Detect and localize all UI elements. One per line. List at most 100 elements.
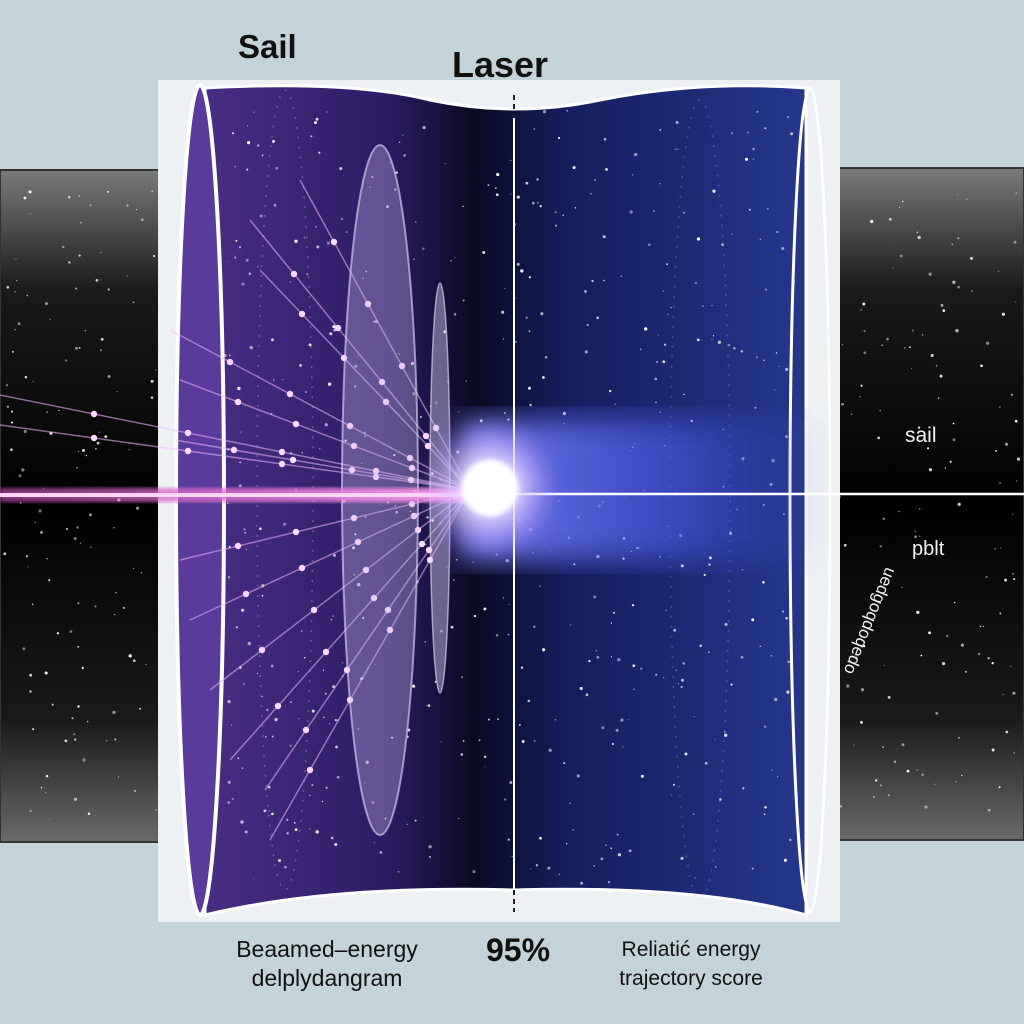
star-dot (248, 272, 252, 276)
star-dot (596, 316, 599, 320)
star-dot (482, 250, 486, 255)
star-dot (318, 447, 321, 450)
star-dot (732, 346, 736, 350)
star-dot (877, 436, 881, 440)
star-dot (330, 836, 334, 840)
star-dot (740, 655, 744, 659)
star-dot (234, 166, 236, 168)
star-dot (240, 820, 244, 824)
star-dot (919, 508, 921, 510)
star-dot (987, 808, 991, 812)
star-dot (787, 660, 791, 664)
star-dot (562, 214, 565, 217)
star-dot (997, 270, 1000, 273)
star-dot (357, 582, 361, 587)
star-dot (640, 774, 644, 778)
star-dot (261, 594, 264, 597)
star-dot (778, 365, 780, 367)
star-dot (609, 389, 612, 393)
ray-bead (378, 378, 386, 386)
star-dot (991, 748, 995, 752)
star-dot (306, 273, 309, 276)
star-dot (930, 353, 934, 358)
star-dot (715, 866, 717, 868)
star-dot (731, 132, 733, 135)
star-dot (675, 669, 677, 672)
star-dot (78, 254, 81, 257)
star-dot (139, 707, 142, 710)
star-dot (478, 739, 481, 742)
star-dot (508, 603, 510, 605)
star-dot (696, 338, 700, 342)
star-dot (502, 597, 504, 599)
star-dot (289, 744, 292, 747)
star-dot (374, 663, 376, 666)
star-dot (393, 453, 396, 457)
star-dot (934, 783, 936, 785)
laser-ray (249, 219, 471, 491)
ray-bead (350, 442, 358, 450)
star-dot (751, 867, 754, 870)
star-dot (106, 190, 109, 193)
star-dot (509, 780, 513, 785)
star-dot (898, 510, 900, 513)
star-dot (23, 430, 27, 433)
ray-bead (382, 398, 390, 406)
star-dot (76, 526, 79, 529)
star-dot (259, 527, 262, 531)
star-dot (853, 744, 855, 746)
star-dot (427, 704, 431, 708)
star-dot (29, 673, 33, 677)
star-dot (789, 838, 792, 842)
star-dot (10, 448, 13, 452)
star-dot (919, 535, 921, 537)
star-dot (487, 718, 491, 721)
star-dot (114, 738, 117, 741)
star-dot (542, 376, 545, 379)
star-dot (920, 654, 923, 657)
star-dot (1012, 691, 1016, 695)
star-dot (339, 167, 343, 170)
star-dot (937, 397, 940, 399)
star-dot (293, 822, 296, 824)
star-dot (998, 786, 1001, 789)
star-dot (390, 736, 394, 739)
star-dot (300, 630, 303, 632)
star-dot (521, 739, 525, 744)
star-dot (870, 219, 874, 224)
star-dot (364, 435, 367, 438)
star-dot (48, 579, 51, 582)
star-dot (911, 329, 914, 332)
star-dot (520, 666, 524, 669)
star-dot (252, 878, 254, 880)
star-dot (16, 279, 18, 282)
ray-bead (184, 429, 192, 437)
left-space-panel (0, 169, 165, 843)
star-dot (428, 845, 432, 849)
star-dot (241, 608, 245, 612)
ray-bead (350, 514, 358, 522)
star-dot (899, 254, 903, 258)
star-dot (226, 502, 229, 505)
star-dot (680, 564, 684, 568)
star-dot (574, 207, 577, 209)
star-dot (267, 785, 271, 789)
ray-bead (354, 538, 362, 546)
star-dot (1013, 578, 1016, 581)
star-dot (540, 312, 544, 316)
star-dot (371, 800, 375, 804)
laser-ray (269, 489, 471, 841)
star-dot (504, 798, 507, 801)
star-dot (105, 739, 108, 742)
star-dot (960, 643, 965, 647)
ray-bead (408, 500, 416, 508)
star-dot (259, 214, 263, 218)
star-dot (916, 769, 918, 771)
star-dot (855, 656, 858, 660)
star-dot (680, 685, 683, 689)
star-dot (528, 276, 532, 279)
star-dot (335, 745, 338, 749)
star-dot (991, 662, 994, 665)
ray-bead (292, 528, 300, 536)
star-dot (309, 794, 311, 796)
